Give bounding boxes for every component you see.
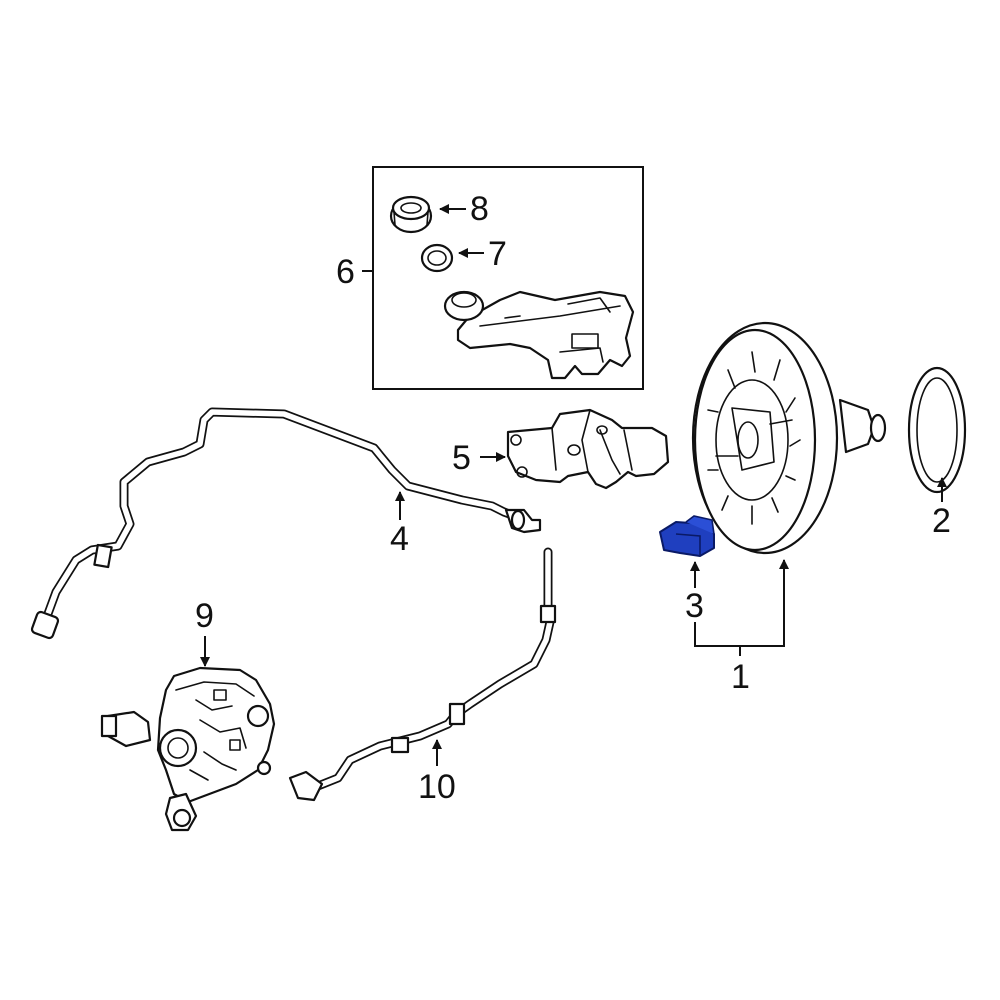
leader-bracket-1 xyxy=(694,559,789,647)
vacuum-hose-part-4[interactable] xyxy=(30,407,542,640)
master-cylinder-part-5[interactable] xyxy=(506,408,670,490)
callout-10: 10 xyxy=(418,768,456,806)
callout-7: 7 xyxy=(488,235,507,273)
callout-4: 4 xyxy=(390,520,409,558)
reservoir-inset-box xyxy=(372,166,644,390)
reservoir-cap-part-8[interactable] xyxy=(389,195,433,234)
callout-9: 9 xyxy=(195,597,214,635)
brake-booster-part-1[interactable] xyxy=(691,321,887,555)
cap-seal-part-7[interactable] xyxy=(420,243,454,273)
vacuum-sensor-part-3[interactable] xyxy=(659,515,715,557)
vacuum-tube-part-10[interactable] xyxy=(288,547,557,802)
brake-fluid-reservoir-part-6[interactable] xyxy=(443,290,635,380)
callout-1: 1 xyxy=(731,658,750,696)
callout-6: 6 xyxy=(336,253,355,291)
vacuum-pump-part-9[interactable] xyxy=(100,666,276,832)
booster-gasket-part-2[interactable] xyxy=(907,366,967,494)
callout-3: 3 xyxy=(685,587,704,625)
callout-8: 8 xyxy=(470,190,489,228)
callout-5: 5 xyxy=(452,439,471,477)
callout-2: 2 xyxy=(932,502,951,540)
